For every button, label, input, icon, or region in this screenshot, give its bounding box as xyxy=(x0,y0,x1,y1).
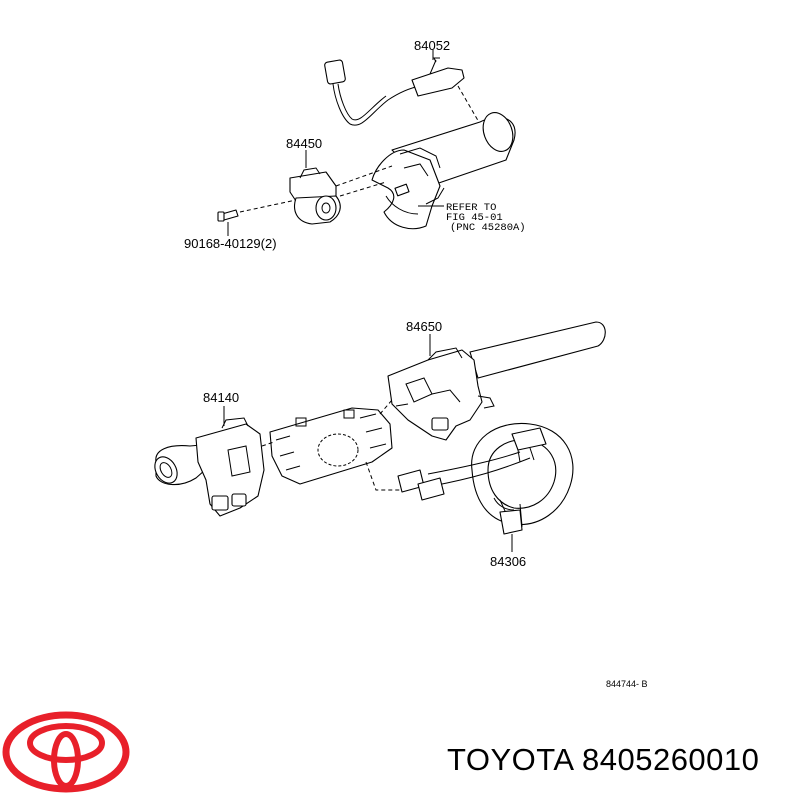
label-84306: 84306 xyxy=(490,554,526,569)
refer-line-3: (PNC 45280A) xyxy=(450,222,526,234)
label-90168-40129: 90168-40129(2) xyxy=(184,236,277,251)
toyota-logo xyxy=(2,711,130,793)
brand-part-number: TOYOTA 8405260010 xyxy=(447,742,760,777)
label-84650: 84650 xyxy=(406,319,442,334)
guide-line-bracket-84306 xyxy=(365,461,404,491)
guide-line-bracket-84650 xyxy=(379,399,393,415)
guide-line-screw xyxy=(239,199,297,213)
part-84140-turn-signal-switch xyxy=(154,417,265,517)
guide-line-84052 xyxy=(457,85,481,125)
screw-90168-40129 xyxy=(217,209,239,222)
refer-line-1: REFER TO xyxy=(446,202,496,214)
part-84052-cable xyxy=(324,50,465,126)
guide-line-84140-bracket xyxy=(261,441,275,447)
steering-column-housing xyxy=(371,112,516,230)
part-84306-spiral-cable xyxy=(397,422,574,535)
label-84450: 84450 xyxy=(286,136,322,151)
refer-line-2: FIG 45-01 xyxy=(446,212,503,224)
guide-line-84450-lower xyxy=(339,181,387,197)
diagram-code: 844744- B xyxy=(606,679,648,689)
guide-line-84450 xyxy=(335,165,393,187)
label-84140: 84140 xyxy=(203,390,239,405)
part-84450 xyxy=(289,167,341,225)
switch-bracket xyxy=(269,407,393,485)
part-84650-wiper-switch xyxy=(387,321,606,441)
label-84052: 84052 xyxy=(414,38,450,53)
